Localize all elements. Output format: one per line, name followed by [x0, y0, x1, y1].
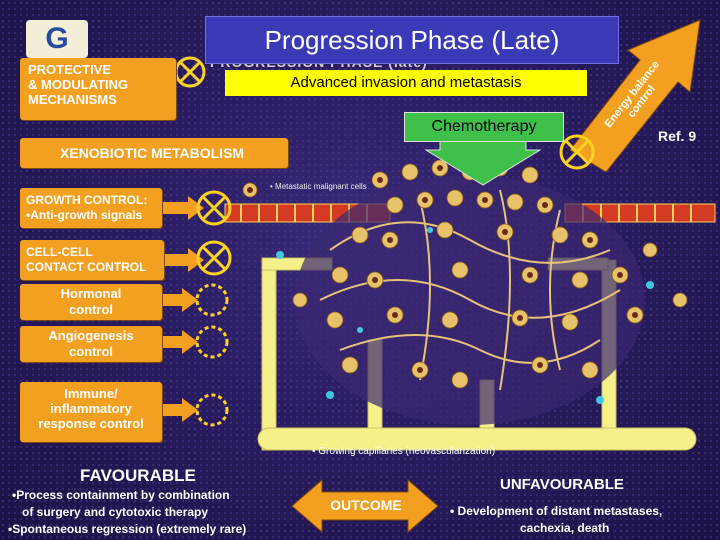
favourable-line-3: •Spontaneous regression (extremely rare): [8, 522, 247, 536]
favourable-line-1: •Process containment by combination: [12, 488, 230, 502]
unfavourable-line-1: • Development of distant metastases,: [450, 504, 663, 518]
hormonal-control-box: Hormonal control: [20, 284, 162, 320]
immune-line-1: Immune/: [64, 386, 118, 401]
immune-line-2: inflammatory: [50, 401, 132, 416]
hormonal-line-2: control: [68, 302, 114, 317]
growth-line-1: GROWTH CONTROL:: [26, 193, 148, 207]
tumor-mass: [295, 175, 645, 425]
section-logo: G: [26, 20, 88, 58]
angiogenesis-control-box: Angiogenesis control: [20, 326, 162, 362]
cellcell-line-2: CONTACT CONTROL: [26, 260, 147, 274]
growth-line-2: •Anti-growth signals: [26, 208, 143, 222]
unfavourable-line-2: cachexia, death: [520, 521, 610, 535]
capillaries-label: • Growing capillaries (neovascularizatio…: [312, 446, 496, 457]
hormonal-line-1: Hormonal: [60, 286, 122, 301]
favourable-title: FAVOURABLE: [80, 466, 196, 485]
immune-line-3: response control: [38, 416, 144, 431]
protective-line-2: & MODULATING: [28, 77, 129, 92]
subtitle: Advanced invasion and metastasis: [225, 70, 587, 96]
chemotherapy-label: Chemotherapy: [404, 112, 564, 142]
blocked-signals: [174, 56, 595, 276]
control-arrows: [162, 196, 204, 422]
reference-label: Ref. 9: [658, 128, 697, 144]
page-title: Progression Phase (Late): [205, 16, 619, 64]
cellcell-line-1: CELL-CELL: [26, 245, 93, 259]
immune-control-box: Immune/ inflammatory response control: [20, 382, 162, 442]
protective-mechanisms-box: PROTECTIVE & MODULATING MECHANISMS: [20, 58, 176, 120]
angio-line-2: control: [68, 344, 114, 359]
malignant-cells: [242, 159, 688, 404]
angio-line-1: Angiogenesis: [48, 328, 134, 343]
epithelium-right: [564, 203, 716, 223]
metastatic-cells-label: • Metastatic malignant cells: [270, 182, 367, 191]
outcome-arrow: [291, 478, 439, 534]
growth-control-box: GROWTH CONTROL: •Anti-growth signals: [20, 188, 162, 228]
weakened-signals: [195, 283, 229, 427]
section-letter: G: [45, 22, 69, 55]
protective-line-3: MECHANISMS: [28, 92, 117, 107]
outcome-label: OUTCOME: [330, 497, 402, 513]
protective-line-1: PROTECTIVE: [28, 62, 112, 77]
cell-contact-control-box: CELL-CELL CONTACT CONTROL: [20, 240, 164, 280]
capillary-icon: [284, 437, 306, 447]
xenobiotic-label: XENOBIOTIC METABOLISM: [60, 145, 245, 161]
favourable-line-2: of surgery and cytotoxic therapy: [22, 505, 209, 519]
xenobiotic-metabolism-box: XENOBIOTIC METABOLISM: [20, 138, 288, 168]
unfavourable-title: UNFAVOURABLE: [500, 476, 624, 493]
energy-arrow: [569, 19, 701, 173]
